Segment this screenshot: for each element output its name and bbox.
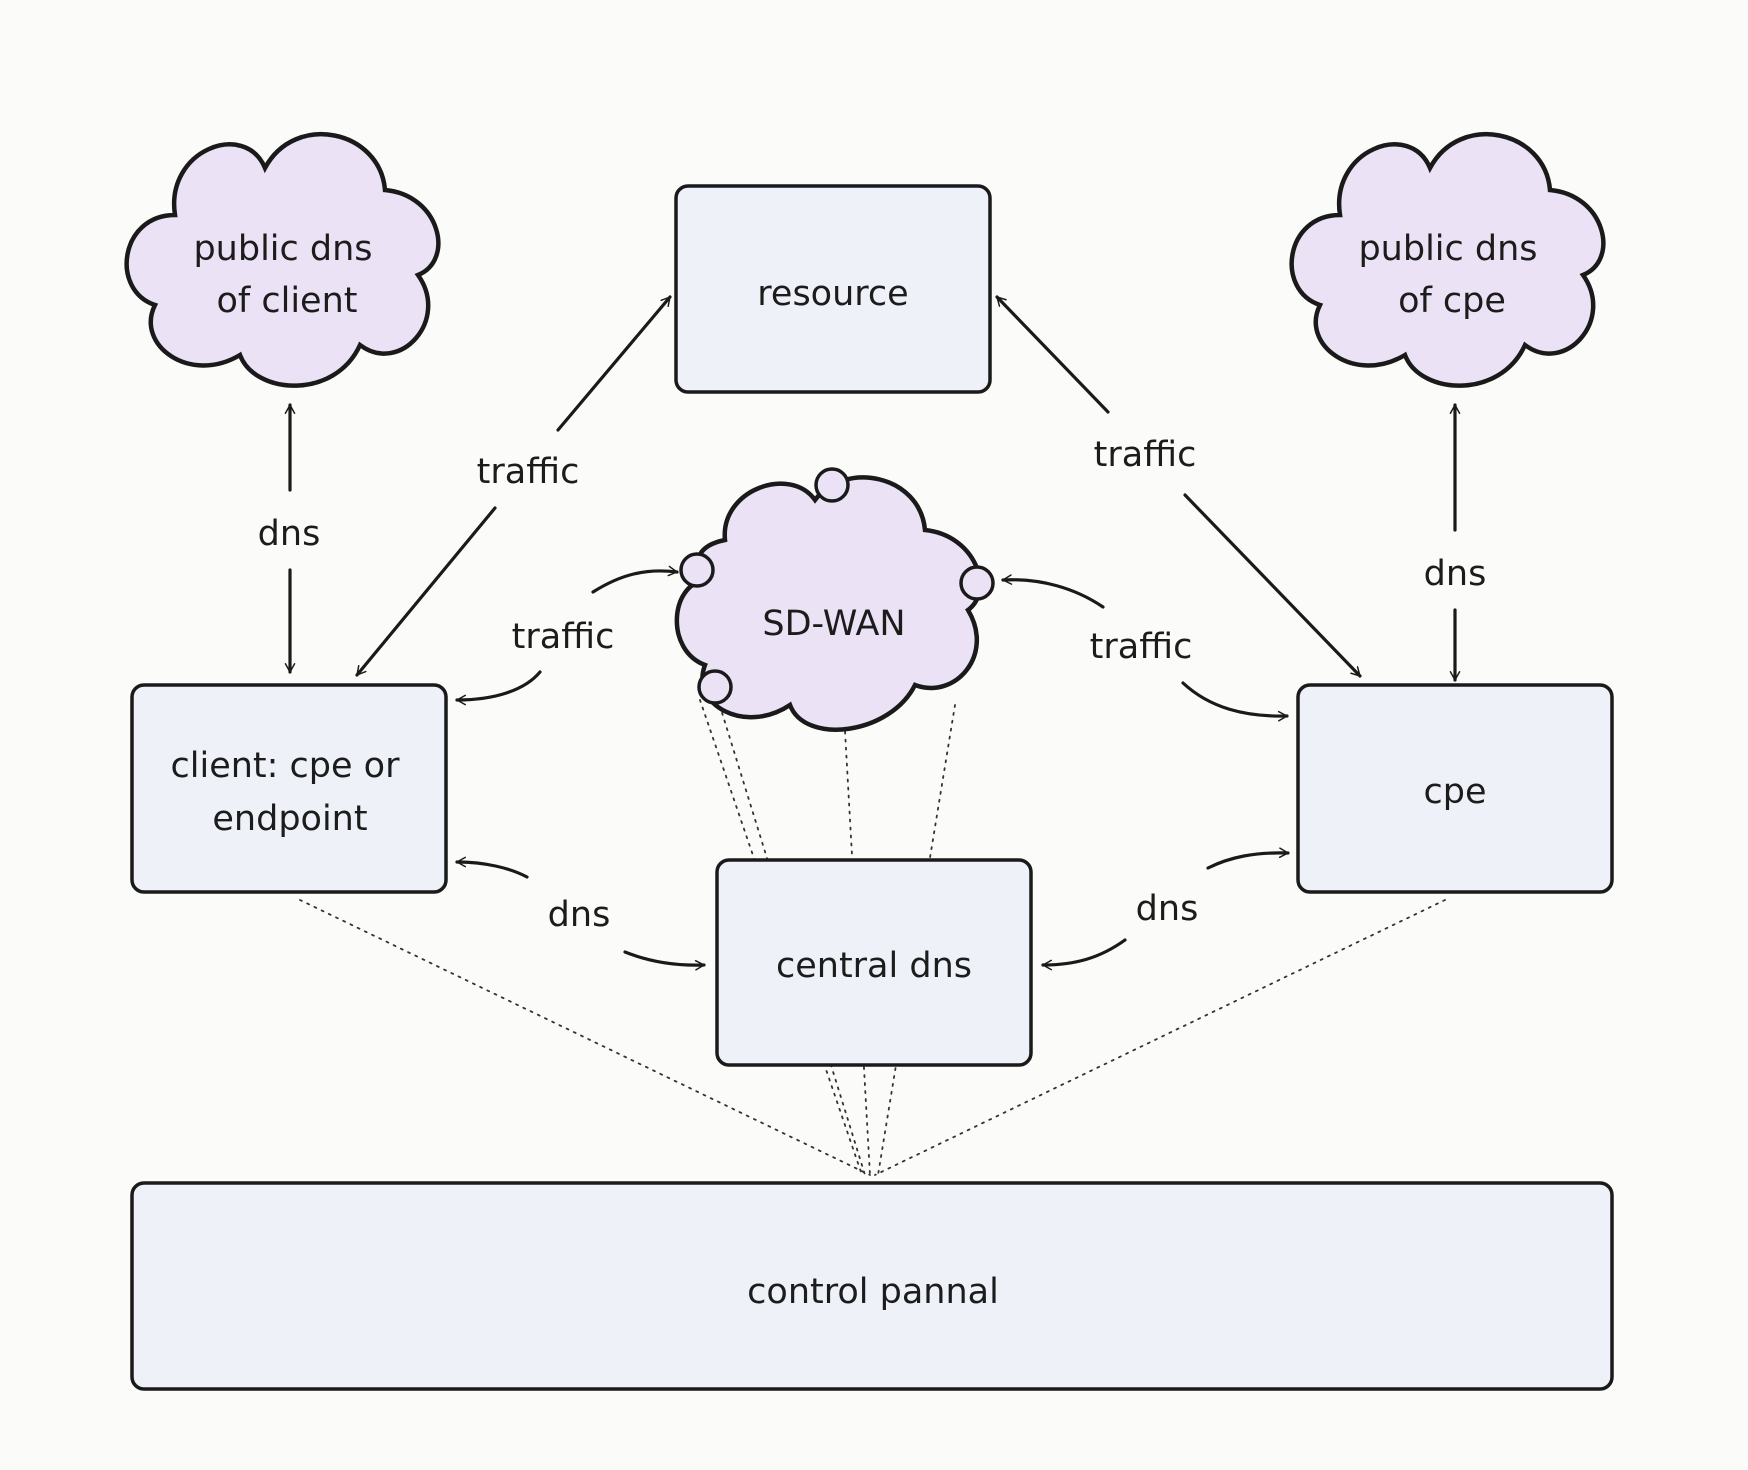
client-label-line1: client: cpe or	[171, 746, 401, 786]
resource-box	[674, 184, 992, 394]
edge-label-cpe-public-dns: dns	[1424, 554, 1487, 594]
client-label-line2: endpoint	[212, 799, 367, 839]
public-dns-cpe-cloud	[1289, 132, 1606, 388]
control-link-sdwan-lower	[699, 699, 863, 1176]
edge-label-client-resource: traffic	[477, 452, 580, 492]
sdwan-port-bottom-icon	[697, 669, 733, 705]
resource-label: resource	[757, 274, 908, 314]
public-dns-client-cloud	[124, 132, 441, 388]
arrow-cpe-to-resource	[995, 295, 1110, 414]
edge-label-cpe-resource: traffic	[1094, 435, 1197, 475]
central-dns-box	[715, 858, 1033, 1067]
edge-label-client-sdwan: traffic	[512, 617, 615, 657]
public-dns-cpe-label-line1: public dns	[1358, 229, 1537, 269]
control-panel-label: control pannal	[747, 1272, 999, 1312]
arrow-resource-to-cpe	[1183, 493, 1362, 678]
cpe-label: cpe	[1424, 772, 1487, 812]
edge-label-client-central-dns: dns	[548, 895, 611, 935]
client-box	[130, 683, 448, 894]
arrow-central-dns-to-cpe	[1206, 847, 1290, 870]
arrow-sdwan-to-cpe	[1181, 681, 1289, 722]
sdwan-label: SD-WAN	[762, 604, 905, 644]
sdwan-port-left-icon	[679, 552, 715, 588]
control-link-sdwan-right	[877, 704, 956, 1176]
arrow-client-to-sdwan	[591, 565, 679, 594]
arrow-central-dns-to-client	[455, 856, 529, 879]
arrow-cpe-to-central-dns	[1041, 938, 1127, 971]
control-panel-box	[130, 1181, 1614, 1391]
control-link-client	[299, 899, 871, 1176]
edge-label-client-public-dns: dns	[258, 514, 321, 554]
arrow-sdwan-to-client	[455, 670, 542, 706]
arrow-client-to-resource	[556, 295, 672, 432]
arrows	[284, 295, 1461, 971]
edge-label-cpe-central-dns: dns	[1136, 889, 1199, 929]
sdwan-port-right-icon	[959, 565, 995, 601]
public-dns-client-label-line1: public dns	[193, 229, 372, 269]
cpe-box	[1296, 683, 1614, 894]
arrow-resource-to-client	[355, 506, 497, 677]
arrow-cpe-to-sdwan	[1001, 574, 1105, 609]
central-dns-label: central dns	[776, 946, 972, 986]
public-dns-cpe-label-line2: of cpe	[1398, 281, 1506, 321]
sdwan-port-top-icon	[814, 467, 850, 503]
public-dns-client-label-line2: of client	[217, 281, 358, 321]
edge-label-cpe-sdwan: traffic	[1090, 627, 1193, 667]
arrow-client-to-central-dns	[623, 950, 706, 971]
control-link-cpe	[874, 899, 1446, 1176]
